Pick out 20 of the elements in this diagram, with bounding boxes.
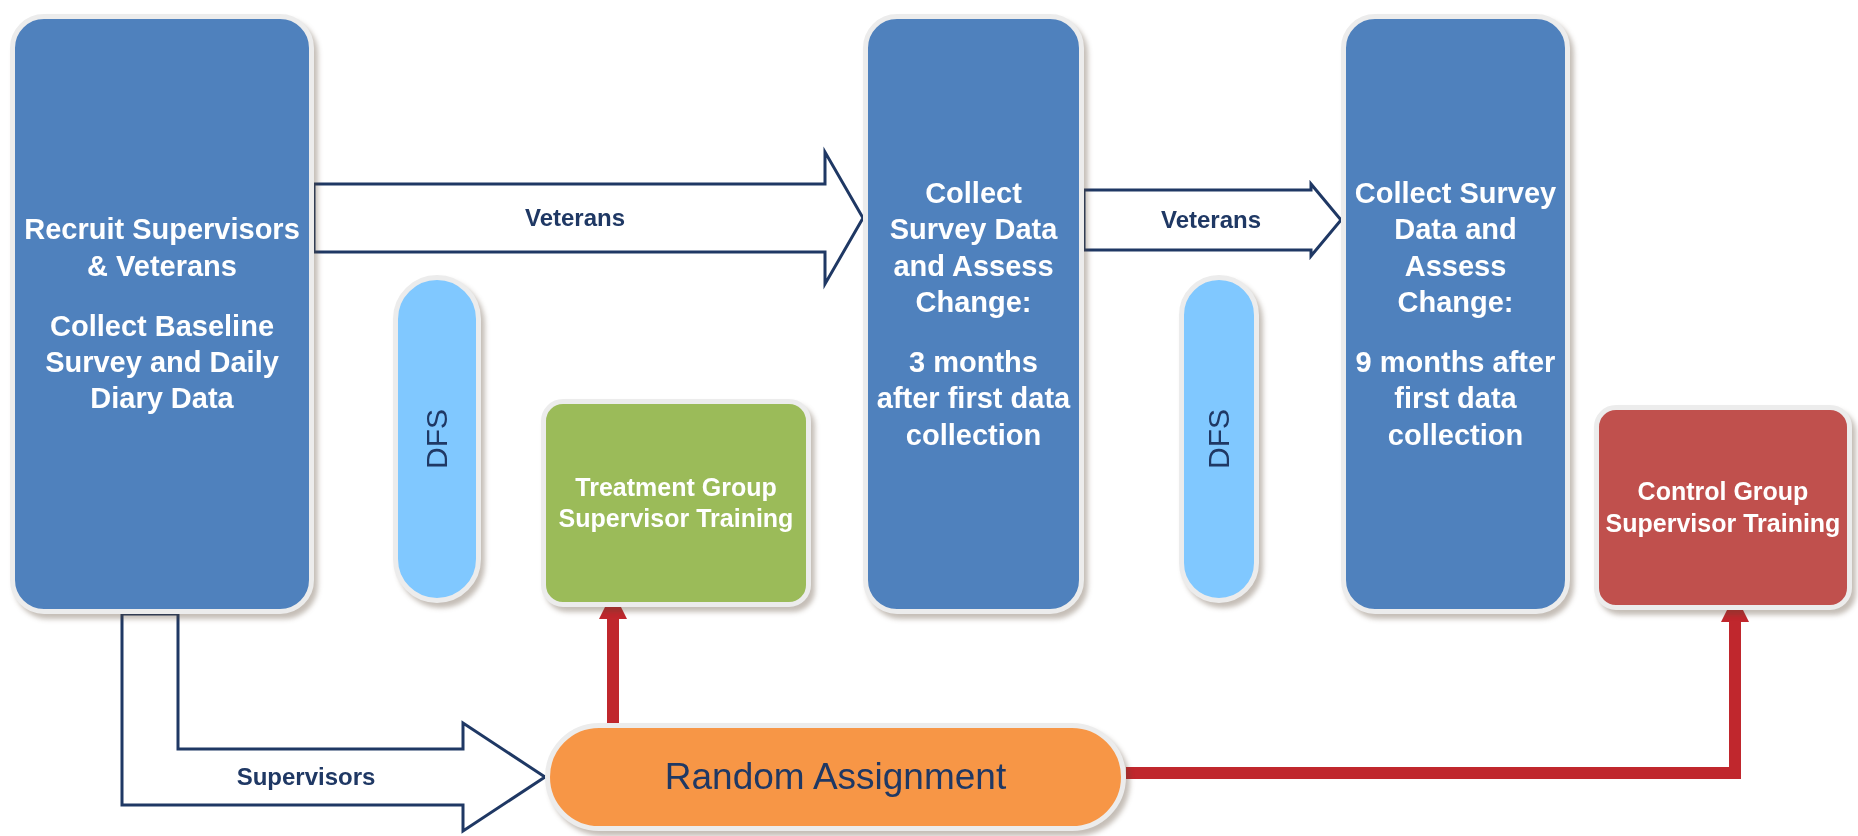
step-text: DFS	[1201, 409, 1237, 469]
assignment-box	[545, 723, 1126, 831]
step-text: Collect Baseline Survey and Daily Diary Data	[44, 308, 280, 417]
step-text: Collect Survey Data and Assess Change:	[888, 176, 1059, 320]
step-text: Recruit Supervisors & Veterans	[23, 212, 301, 284]
step-text: DFS	[419, 409, 455, 469]
step-text: Treatment Group Supervisor Training	[557, 471, 795, 534]
process-pill	[1179, 275, 1259, 603]
training-box	[1594, 405, 1852, 610]
block-arrow	[312, 146, 865, 290]
step-text: 3 months after first data collection	[875, 345, 1072, 453]
step-text: Control Group Supervisor Training	[1605, 476, 1841, 539]
process-box	[10, 14, 314, 614]
process-box	[1341, 14, 1570, 614]
process-box	[863, 14, 1084, 614]
step-text: Collect Survey Data and Assess Change:	[1353, 176, 1558, 320]
step-text: Random Assignment	[664, 754, 1007, 799]
training-box	[541, 399, 811, 607]
step-text: 9 months after first data collection	[1354, 345, 1557, 453]
process-pill	[393, 275, 481, 603]
